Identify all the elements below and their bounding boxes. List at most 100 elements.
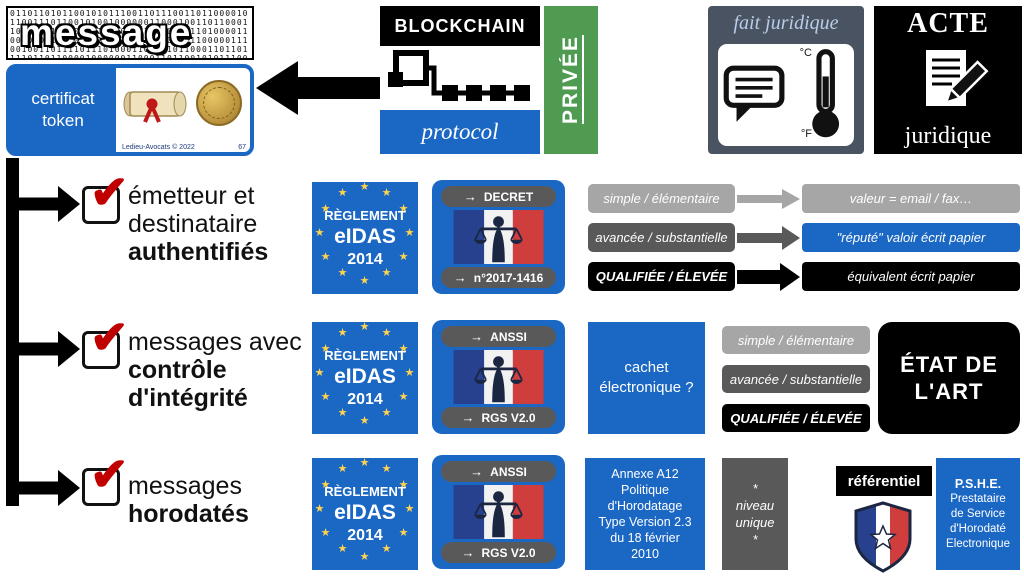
coin-icon bbox=[196, 80, 242, 126]
flow-arrow-row2 bbox=[18, 331, 80, 367]
eu-star-icon: ★ bbox=[359, 415, 370, 427]
claim-row3: messages horodatés bbox=[128, 472, 328, 528]
arrow-icon: → bbox=[470, 464, 484, 479]
annexe-line: Annexe A12 bbox=[611, 467, 679, 481]
result-arrow-black bbox=[737, 262, 800, 291]
claim-line: messages bbox=[128, 472, 242, 500]
credit-text: Ledieu-Avocats © 2022 bbox=[122, 144, 195, 151]
left-flow-arrow bbox=[256, 60, 380, 116]
red-check-icon: ✔ bbox=[90, 311, 129, 363]
eu-star-icon: ★ bbox=[381, 463, 392, 475]
fahrenheit-label: °F bbox=[800, 128, 812, 140]
eu-stars: ★★★★★★★★★★★★ bbox=[312, 458, 418, 570]
badge-bottom-pill: → n°2017-1416 bbox=[441, 267, 556, 288]
reglement-label: RÈGLEMENT bbox=[324, 483, 406, 499]
eidas-label: eIDAS bbox=[334, 364, 396, 388]
arrow-icon: → bbox=[470, 329, 484, 344]
eidas-badge-row1: ★★★★★★★★★★★★ RÈGLEMENT eIDAS 2014 bbox=[312, 182, 418, 294]
arrow-shaft bbox=[296, 77, 380, 99]
referentiel-label: référentiel bbox=[836, 466, 932, 496]
privee-banner: PRIVÉE bbox=[544, 6, 598, 154]
protocol-box: protocol bbox=[380, 110, 540, 154]
level-avancee-row2: avancée / substantielle bbox=[722, 365, 870, 393]
eu-star-icon: ★ bbox=[314, 367, 325, 379]
year-label: 2014 bbox=[347, 526, 383, 544]
reglement-label: RÈGLEMENT bbox=[324, 207, 406, 223]
eu-star-icon: ★ bbox=[398, 479, 409, 491]
eu-star-icon: ★ bbox=[404, 227, 415, 239]
badge-top-pill: → DECRET bbox=[441, 186, 556, 207]
eu-star-icon: ★ bbox=[381, 543, 392, 555]
annexe-line: Politique bbox=[621, 483, 669, 497]
claim-line: destinataire bbox=[128, 210, 258, 238]
eu-star-icon: ★ bbox=[398, 527, 409, 539]
annexe-line: du 18 février bbox=[610, 531, 680, 545]
arrow-icon: → bbox=[461, 410, 475, 425]
level-simple-row1: simple / élémentaire bbox=[588, 184, 735, 213]
checkbox-row2: ✔ bbox=[82, 314, 129, 369]
eu-star-icon: ★ bbox=[359, 275, 370, 287]
claim-line: authentifiés bbox=[128, 238, 269, 266]
eidas-text: RÈGLEMENT eIDAS 2014 bbox=[312, 458, 418, 570]
etat-line: ÉTAT DE bbox=[900, 352, 998, 377]
claim-row2: messages avec contrôle d'intégrité bbox=[128, 328, 328, 412]
eu-star-icon: ★ bbox=[314, 227, 325, 239]
question-line: cachet bbox=[624, 359, 669, 376]
eu-star-icon: ★ bbox=[320, 527, 331, 539]
result-repute-ecrit: "réputé" valoir écrit papier bbox=[802, 223, 1020, 252]
flow-arrow-row1 bbox=[18, 186, 80, 222]
badge-top-label: DECRET bbox=[483, 189, 534, 204]
certificat-images: Ledieu-Avocats © 2022 67 bbox=[116, 68, 250, 152]
eu-star-icon: ★ bbox=[404, 503, 415, 515]
celsius-label: °C bbox=[799, 47, 812, 59]
message-box: 0110110101100101011100110111001101100001… bbox=[6, 6, 254, 60]
annexe-line: 2010 bbox=[631, 547, 659, 561]
pshe-line: Prestataire bbox=[950, 492, 1006, 505]
anssi-badge-row3: → ANSSI → RGS V2.0 bbox=[432, 455, 565, 569]
reglement-label: RÈGLEMENT bbox=[324, 347, 406, 363]
level-qualifiee-row1: QUALIFIÉE / ÉLEVÉE bbox=[588, 262, 735, 291]
eu-star-icon: ★ bbox=[398, 203, 409, 215]
claim-line: émetteur et bbox=[128, 182, 255, 210]
flow-arrow-row3 bbox=[18, 470, 80, 506]
justice-illustration bbox=[449, 208, 548, 266]
eidas-badge-row2: ★★★★★★★★★★★★ RÈGLEMENT eIDAS 2014 bbox=[312, 322, 418, 434]
checkbox-row1: ✔ bbox=[82, 169, 129, 224]
level-qualifiee-row2: QUALIFIÉE / ÉLEVÉE bbox=[722, 404, 870, 432]
justice-illustration bbox=[449, 348, 548, 406]
cachet-electronique-box: cachet électronique ? bbox=[588, 322, 705, 434]
eu-star-icon: ★ bbox=[337, 187, 348, 199]
arrow-head bbox=[256, 61, 298, 115]
token-line: token bbox=[42, 111, 84, 130]
pshe-line: Electronique bbox=[946, 537, 1010, 550]
eu-star-icon: ★ bbox=[359, 551, 370, 563]
pshe-line: P.S.H.E. bbox=[954, 476, 1002, 491]
arrow-icon: → bbox=[461, 545, 475, 560]
acte-title: ACTE bbox=[907, 8, 989, 39]
certificat-token-box: certificat token Ledieu-Avocats © 2022 6… bbox=[6, 64, 254, 156]
eu-stars: ★★★★★★★★★★★★ bbox=[312, 182, 418, 294]
eu-star-icon: ★ bbox=[398, 391, 409, 403]
claim-line: contrôle bbox=[128, 356, 227, 384]
eu-star-icon: ★ bbox=[320, 343, 331, 355]
page-number: 67 bbox=[238, 144, 246, 151]
result-arrow-light bbox=[737, 184, 800, 213]
badge-top-label: ANSSI bbox=[490, 329, 527, 344]
badge-bottom-pill: → RGS V2.0 bbox=[441, 542, 556, 563]
badge-bottom-label: RGS V2.0 bbox=[481, 410, 536, 425]
eu-stars: ★★★★★★★★★★★★ bbox=[312, 322, 418, 434]
eu-star-icon: ★ bbox=[320, 391, 331, 403]
eu-star-icon: ★ bbox=[320, 479, 331, 491]
eu-star-icon: ★ bbox=[404, 367, 415, 379]
eu-star-icon: ★ bbox=[381, 187, 392, 199]
eu-star-icon: ★ bbox=[337, 327, 348, 339]
diploma-icon bbox=[123, 91, 187, 123]
anssi-badge-row2: → ANSSI → RGS V2.0 bbox=[432, 320, 565, 434]
checkbox-row3: ✔ bbox=[82, 451, 129, 506]
niveau-line: * bbox=[752, 532, 758, 547]
certificat-token-label: certificat token bbox=[10, 68, 116, 152]
claim-line: d'intégrité bbox=[128, 384, 248, 412]
level-simple-row2: simple / élémentaire bbox=[722, 326, 870, 354]
blockchain-icon bbox=[380, 48, 540, 106]
